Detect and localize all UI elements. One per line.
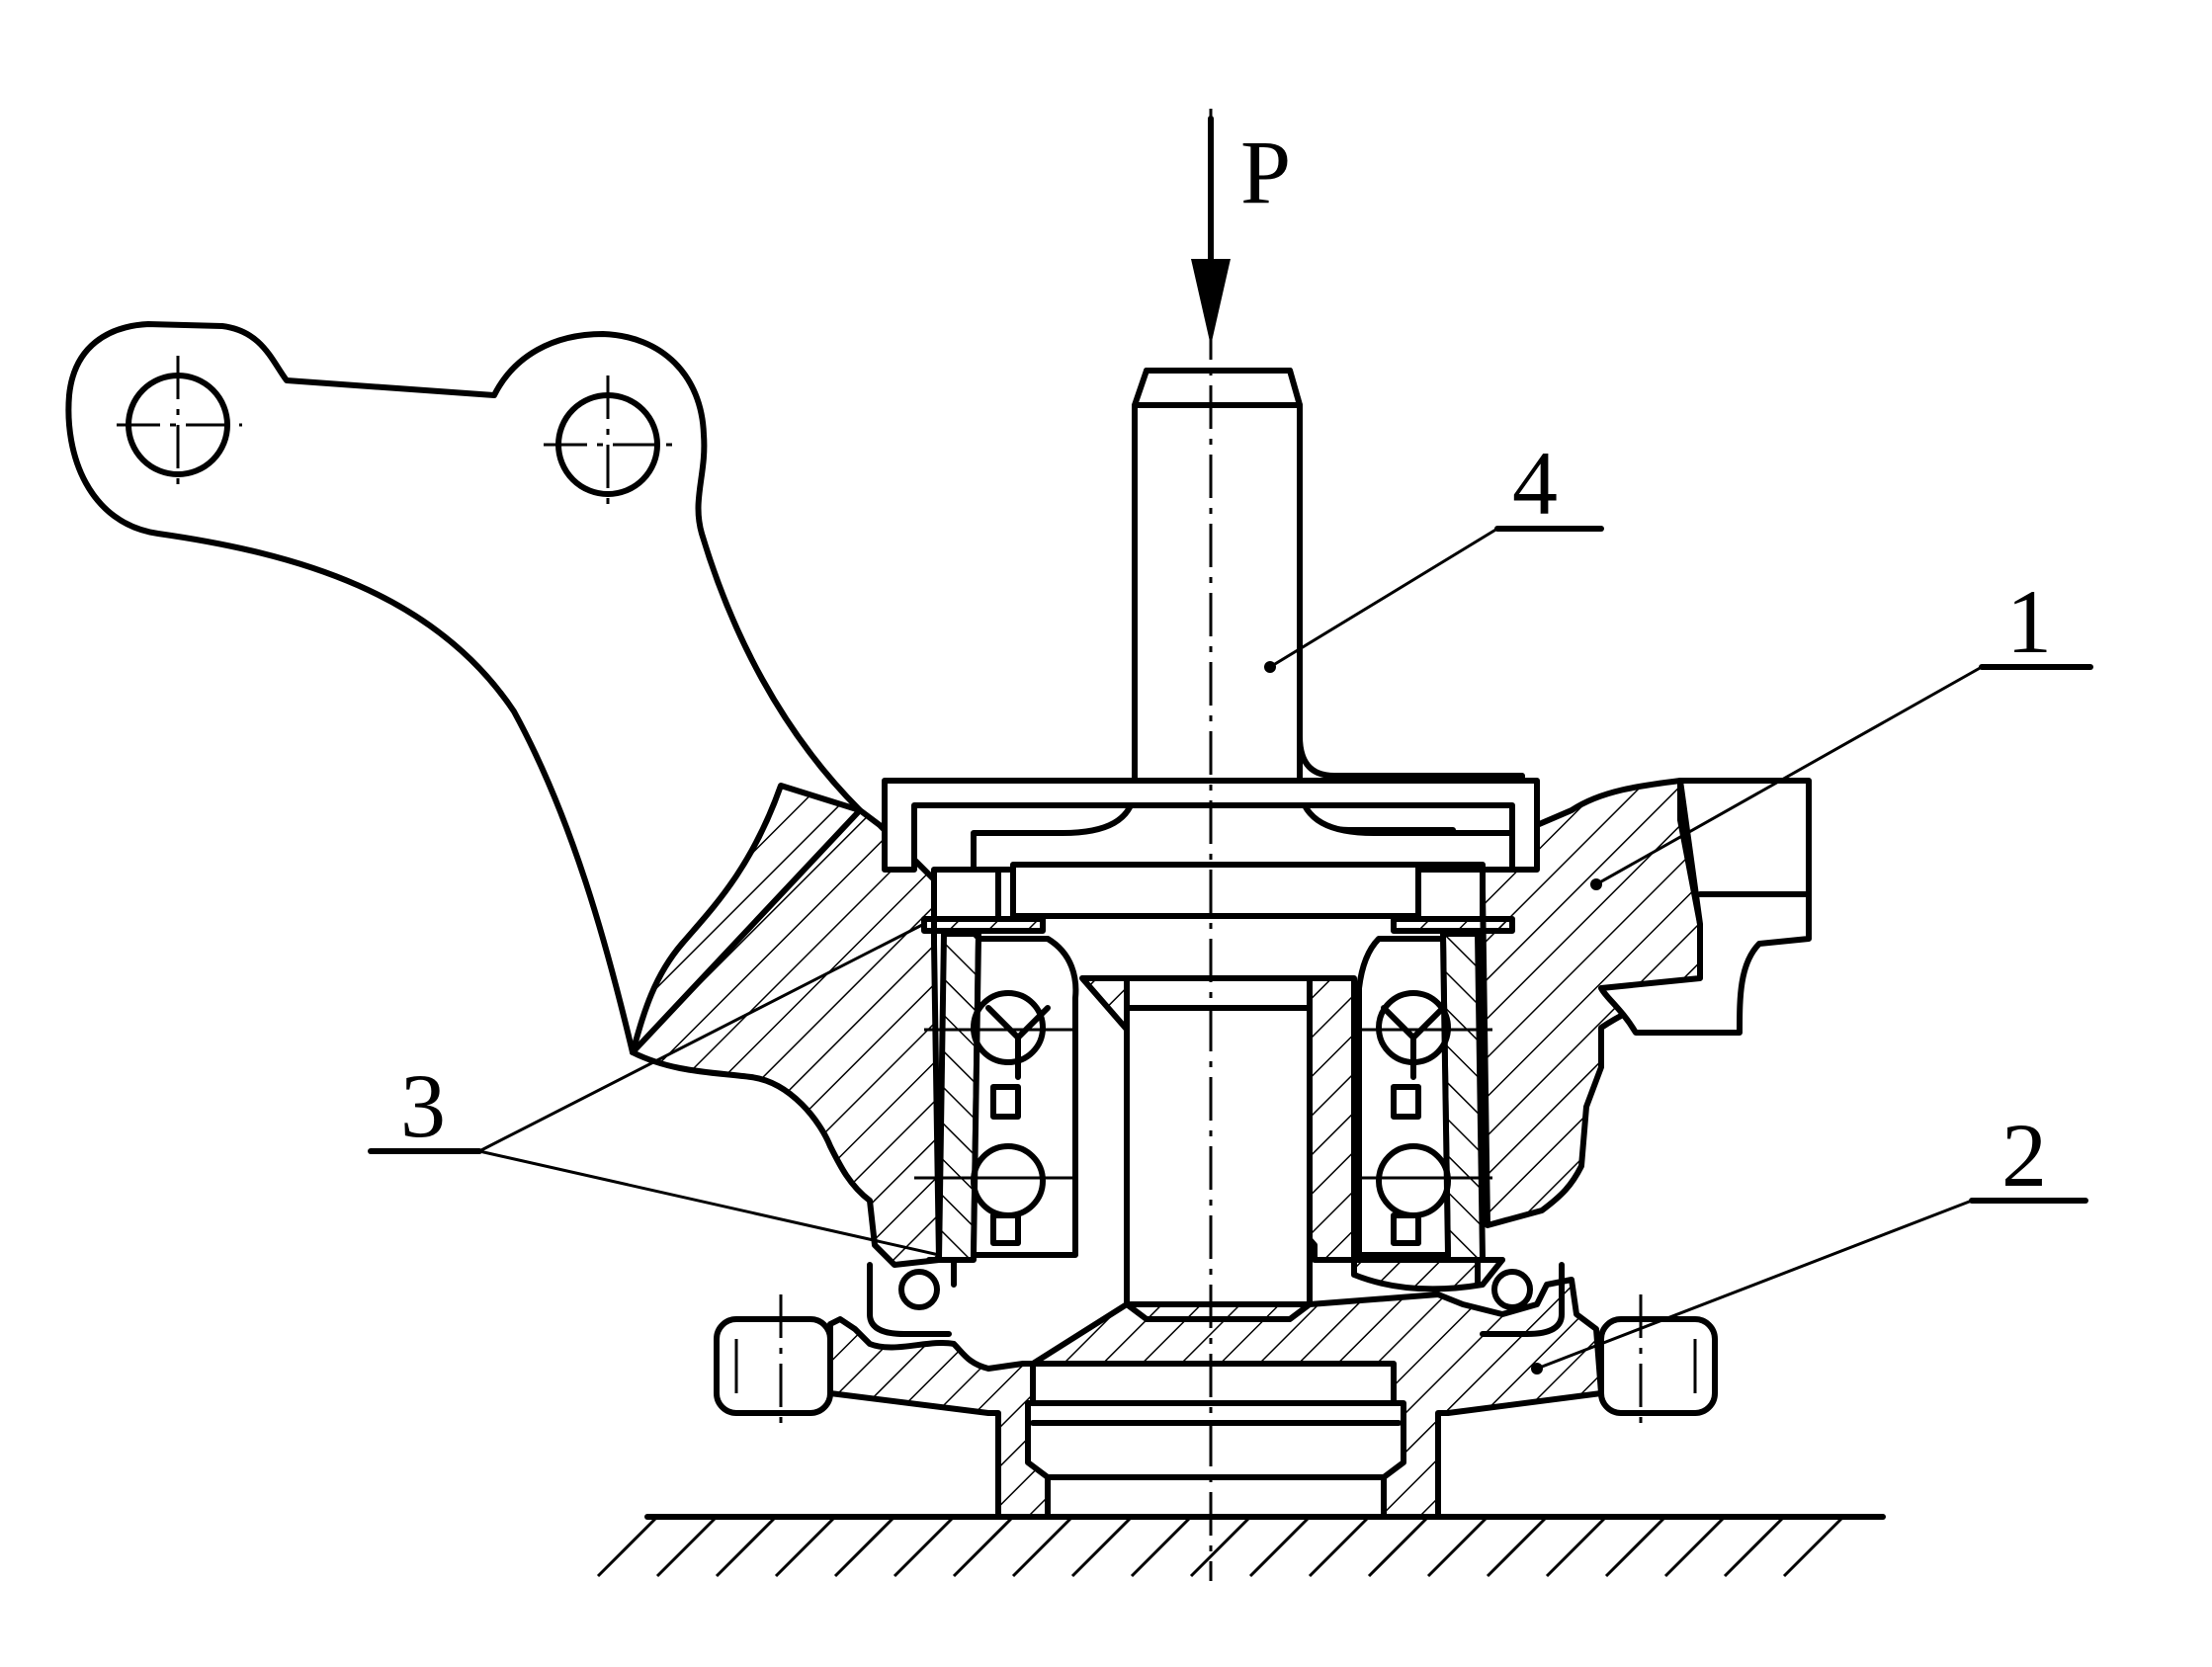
ground-hatching [596, 1515, 1845, 1578]
part-4-press-tool [882, 368, 1540, 922]
bearing-right [1354, 936, 1492, 1258]
leader-part-1: 1 [1590, 571, 2093, 890]
part-1-housing-left [630, 783, 942, 1268]
leader-part-3: 3 [368, 922, 940, 1257]
mounting-hole-right [544, 375, 672, 514]
label-part-4: 4 [1512, 433, 1558, 534]
bearing-left [914, 936, 1079, 1258]
label-part-1: 1 [2006, 571, 2052, 672]
part-1-housing-lug [1598, 778, 1812, 1036]
knuckle-arm-outline [65, 321, 863, 1055]
mounting-hole-left [117, 356, 242, 489]
bolt-boss-right [1598, 1294, 1718, 1423]
force-label: P [1240, 122, 1291, 222]
ground-base [596, 1514, 1886, 1578]
label-part-3: 3 [400, 1055, 446, 1156]
bearing-ball-upper-left [971, 990, 1046, 1065]
seal-left [867, 1257, 957, 1337]
seal-right [1475, 1257, 1565, 1337]
bolt-boss-left [714, 1294, 833, 1423]
label-part-2: 2 [2001, 1105, 2047, 1206]
leader-part-4: 4 [1264, 433, 1604, 673]
part-3-retainer-rings [921, 916, 1515, 934]
force-arrow: P [1191, 116, 1291, 346]
hub-bore-inner [1124, 1005, 1313, 1307]
leader-part-2: 2 [1531, 1105, 2088, 1375]
